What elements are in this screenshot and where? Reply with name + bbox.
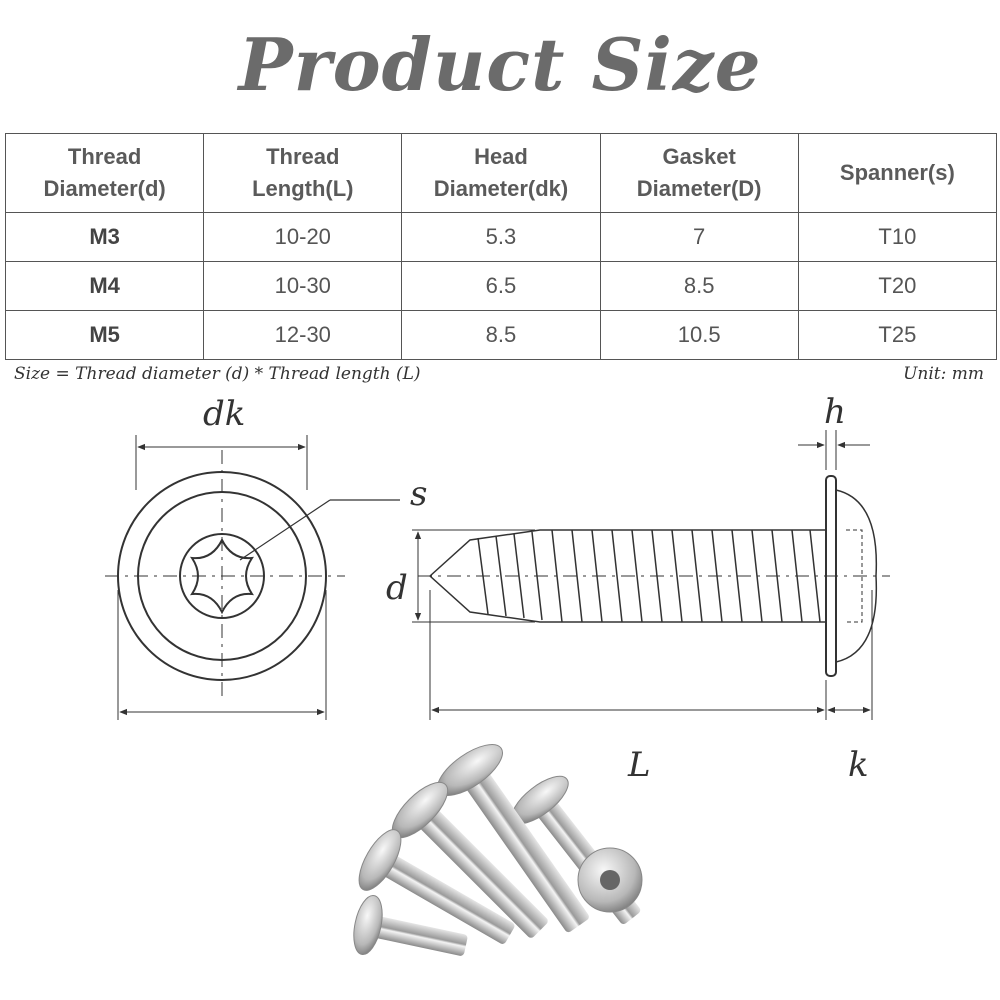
front-view [105,435,400,720]
cell-head-diameter: 5.3 [401,212,601,262]
cell-length: 12-30 [203,310,403,360]
table-row: M4 10-30 6.5 8.5 T20 [4,261,998,311]
unit-note: Unit: mm [903,364,984,384]
cell-head-diameter: 8.5 [401,310,601,360]
header-gasket-diameter: Gasket Diameter(D) [599,133,799,213]
cell-length: 10-20 [203,212,403,262]
table-row: M3 10-20 5.3 7 T10 [4,212,998,262]
header-head-diameter: Head Diameter(dk) [401,133,601,213]
page-title: Product Size [238,22,762,107]
size-formula-note: Size = Thread diameter (d) * Thread leng… [14,364,421,384]
side-view [412,430,890,720]
cell-head-diameter: 6.5 [401,261,601,311]
product-photo-screws [353,744,643,956]
screw-technical-drawing [105,430,890,956]
h-label: h [824,392,846,432]
cell-size: M4 [4,261,205,311]
cell-gasket-diameter: 8.5 [599,261,799,311]
table-header-row: Thread Diameter(d) Thread Length(L) Head… [4,133,998,213]
torx-recess-icon [189,537,255,615]
cell-spanner: T20 [797,261,998,311]
d-label: d [386,568,408,608]
cell-gasket-diameter: 10.5 [599,310,799,360]
size-table: Thread Diameter(d) Thread Length(L) Head… [4,133,998,360]
l-label: L [628,745,651,785]
cell-length: 10-30 [203,261,403,311]
table-row: M5 12-30 8.5 10.5 T25 [4,310,998,360]
header-thread-length: Thread Length(L) [203,133,403,213]
thread-lines [477,529,821,623]
cell-size: M3 [4,212,205,262]
header-spanner: Spanner(s) [797,133,998,213]
cell-spanner: T25 [797,310,998,360]
cell-gasket-diameter: 7 [599,212,799,262]
k-label: k [848,745,869,785]
cell-size: M5 [4,310,205,360]
dk-label: dk [203,394,246,434]
header-thread-diameter: Thread Diameter(d) [4,133,205,213]
s-label: s [410,474,428,514]
cell-spanner: T10 [797,212,998,262]
